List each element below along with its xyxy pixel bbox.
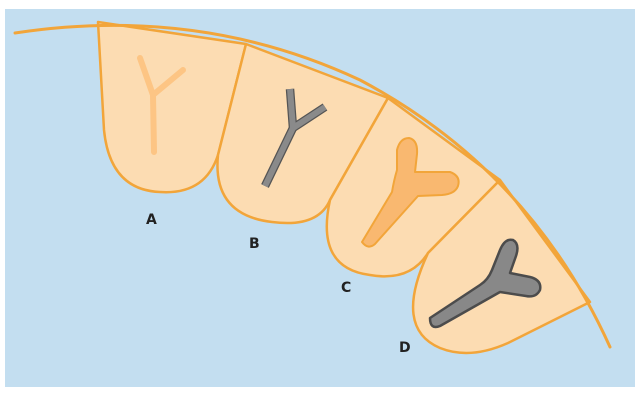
label-b: B — [249, 236, 260, 252]
label-c: C — [341, 280, 351, 296]
label-d: D — [399, 340, 411, 356]
label-a: A — [146, 212, 157, 228]
